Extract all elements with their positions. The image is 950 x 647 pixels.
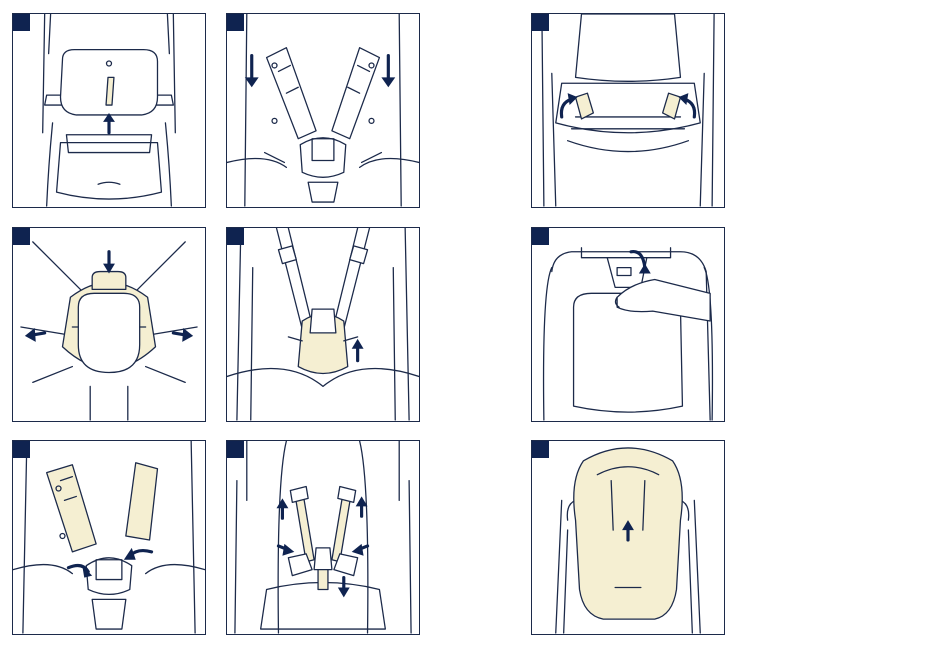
- step-marker: [532, 228, 549, 245]
- crotch-pad-illustration: [227, 228, 419, 421]
- harness-straps-illustration: [227, 441, 419, 634]
- step-marker: [227, 14, 244, 31]
- step-marker: [227, 228, 244, 245]
- buckle-pad-illustration: [13, 228, 205, 421]
- shoulder-straps-illustration: [227, 14, 419, 207]
- step-panel-6: [531, 227, 725, 422]
- step-panel-7: [12, 440, 206, 635]
- step-marker: [532, 441, 549, 458]
- step-panel-3: [531, 13, 725, 208]
- canopy-hooks-illustration: [532, 14, 724, 207]
- seat-pad-illustration: [13, 14, 205, 207]
- step-panel-4: [12, 227, 206, 422]
- seat-liner-illustration: [532, 441, 724, 634]
- step-panel-5: [226, 227, 420, 422]
- step-marker: [532, 14, 549, 31]
- step-panel-2: [226, 13, 420, 208]
- step-marker: [13, 441, 30, 458]
- step-marker: [227, 441, 244, 458]
- step-marker: [13, 228, 30, 245]
- step-panel-8: [226, 440, 420, 635]
- step-panel-1: [12, 13, 206, 208]
- backrest-flap-illustration: [532, 228, 724, 421]
- shoulder-pads-illustration: [13, 441, 205, 634]
- step-marker: [13, 14, 30, 31]
- step-panel-9: [531, 440, 725, 635]
